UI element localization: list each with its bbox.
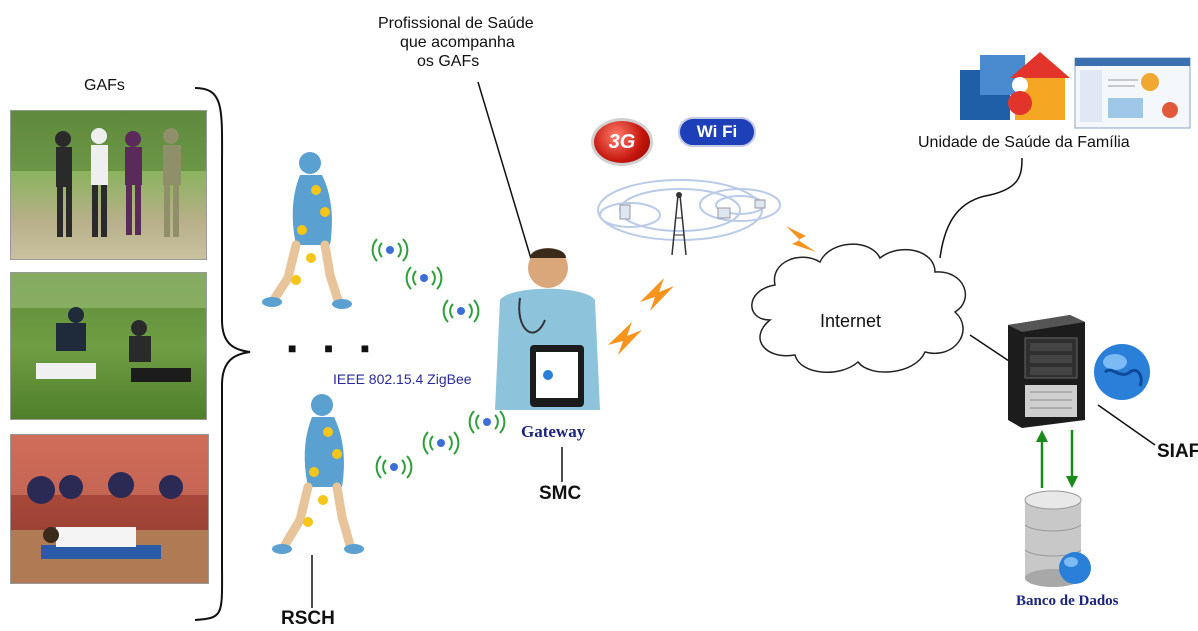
doctor-with-tablet bbox=[495, 248, 600, 410]
smc-label: SMC bbox=[539, 483, 582, 504]
body-sensor-figure bbox=[272, 394, 364, 554]
professional-label-line3: os GAFs bbox=[417, 53, 480, 70]
professional-pointer-line bbox=[477, 81, 533, 263]
server-siaf-line bbox=[1097, 404, 1156, 446]
cloud-unidade-line bbox=[939, 157, 1023, 259]
server-tower bbox=[1008, 315, 1085, 428]
professional-label-line1: Profissional de Saúde bbox=[378, 15, 534, 32]
3g-badge: 3G bbox=[591, 118, 653, 166]
3g-badge-label: 3G bbox=[608, 130, 636, 153]
gateway-label: Gateway bbox=[521, 422, 586, 441]
activity-photo-walking bbox=[10, 110, 207, 260]
internet-cloud bbox=[751, 243, 966, 373]
wifi-badge: Wi Fi bbox=[678, 117, 756, 147]
rsch-label: RSCH bbox=[281, 608, 335, 629]
health-unit-house-icon bbox=[960, 52, 1070, 120]
wireless-signal-icon bbox=[371, 238, 506, 479]
stretching-illustration bbox=[11, 273, 206, 382]
lightning-bolt-icon bbox=[608, 226, 816, 355]
activity-photo-gym bbox=[10, 434, 209, 584]
banco-label: Banco de Dados bbox=[1016, 593, 1119, 609]
gafs-brace bbox=[194, 87, 251, 621]
gafs-label: GAFs bbox=[84, 77, 125, 94]
body-sensor-figure bbox=[262, 152, 352, 309]
siaf-label: SIAF bbox=[1157, 441, 1198, 462]
unidade-label: Unidade de Saúde da Família bbox=[918, 134, 1130, 151]
ieee-label: IEEE 802.15.4 ZigBee bbox=[333, 371, 472, 387]
globe-icon bbox=[1094, 344, 1150, 400]
dashboard-screenshot bbox=[1074, 57, 1191, 129]
network-tower bbox=[597, 179, 781, 256]
activity-photo-stretching bbox=[10, 272, 207, 420]
ellipsis-dots: ■ ■ ■ bbox=[288, 340, 382, 356]
internet-label: Internet bbox=[820, 311, 882, 331]
walkers-illustration bbox=[11, 111, 206, 237]
gym-illustration bbox=[11, 435, 208, 583]
database-icon bbox=[1024, 490, 1091, 587]
wifi-badge-label: Wi Fi bbox=[696, 122, 738, 141]
professional-label-line2: que acompanha bbox=[400, 34, 515, 51]
cloud-server-line bbox=[969, 334, 1016, 366]
